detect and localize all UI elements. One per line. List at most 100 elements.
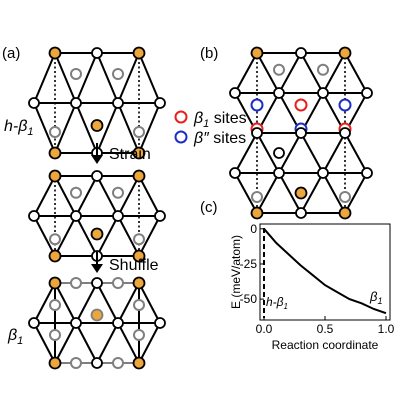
white-atom xyxy=(154,210,166,222)
grey-atom xyxy=(112,357,124,369)
bond-line xyxy=(54,102,77,154)
bond-line xyxy=(344,52,368,94)
orange-atom xyxy=(48,249,62,263)
bond-line xyxy=(75,102,98,154)
white-atom xyxy=(28,317,40,329)
x-tick-label: 0.5 xyxy=(317,322,334,336)
white-atom xyxy=(112,210,124,222)
orange-atom xyxy=(48,169,62,183)
white-atom xyxy=(295,47,307,59)
bond-line xyxy=(54,282,77,324)
lattice-h-beta1 xyxy=(28,46,166,160)
x-axis-label: Reaction coordinate xyxy=(272,338,379,352)
strain-label: Strain xyxy=(109,146,151,163)
white-atom xyxy=(229,87,241,99)
bond-line xyxy=(234,132,258,174)
beta1-site xyxy=(294,98,308,112)
bond-line xyxy=(300,172,324,214)
bond-line xyxy=(234,52,258,94)
orange-atom xyxy=(48,276,62,290)
bond-line xyxy=(117,102,140,154)
grey-atom xyxy=(251,191,263,203)
annotation-beta1: β1 xyxy=(369,289,382,306)
grey-atom xyxy=(133,299,145,311)
orange-atom xyxy=(90,308,104,322)
white-atom xyxy=(361,167,373,179)
bond-line xyxy=(96,102,119,154)
bond-line xyxy=(75,282,98,324)
white-atom xyxy=(91,47,103,59)
beta2-site xyxy=(338,98,352,112)
white-atom xyxy=(273,167,285,179)
grey-atom xyxy=(339,191,351,203)
bond-line xyxy=(33,215,56,257)
grey-atom xyxy=(70,186,82,199)
bond-line xyxy=(75,322,98,364)
bond-line xyxy=(256,172,280,214)
bond-line xyxy=(75,175,98,217)
legend-beta2-marker xyxy=(174,130,188,144)
x-tick-label: 0.0 xyxy=(256,322,273,336)
legend: β1 sites β″ sites xyxy=(174,110,247,147)
white-atom xyxy=(70,210,82,222)
white-atom xyxy=(361,87,373,99)
orange-atom xyxy=(90,227,104,241)
orange-atom xyxy=(294,186,308,200)
bond-line xyxy=(117,175,140,217)
bond-line xyxy=(138,52,161,104)
bond-line xyxy=(278,172,302,214)
grey-atom xyxy=(49,233,61,246)
orange-atom xyxy=(338,206,352,220)
lattice-strained xyxy=(28,169,166,263)
bond-line xyxy=(33,282,56,324)
white-atom xyxy=(28,97,40,109)
energy-curve xyxy=(263,228,387,315)
shuffle-arrow xyxy=(91,252,103,273)
bond-line xyxy=(54,175,77,217)
legend-beta1-marker xyxy=(174,110,188,124)
bond-line xyxy=(96,175,119,217)
x-tick-label: 1.0 xyxy=(378,322,395,336)
bond-line xyxy=(117,322,140,364)
grey-atom xyxy=(133,233,145,246)
white-atom xyxy=(273,147,285,159)
bond-line xyxy=(138,215,161,257)
grey-atom xyxy=(133,126,145,138)
bond-line xyxy=(300,132,324,174)
bond-line xyxy=(256,132,280,174)
bond-line xyxy=(234,172,258,214)
white-atom xyxy=(154,97,166,109)
bond-line xyxy=(322,52,346,94)
white-atom xyxy=(91,277,103,289)
bond-line xyxy=(96,282,119,324)
orange-atom xyxy=(338,46,352,60)
grey-atom xyxy=(273,63,285,76)
bond-line xyxy=(256,52,280,94)
y-tick-label: -25 xyxy=(240,257,258,271)
white-atom xyxy=(112,317,124,329)
orange-atom xyxy=(132,356,146,370)
bond-line xyxy=(75,52,98,104)
bond-line xyxy=(344,172,368,214)
orange-atom xyxy=(250,46,264,60)
grey-atom xyxy=(112,186,124,199)
white-atom xyxy=(229,167,241,179)
white-atom xyxy=(28,210,40,222)
grey-atom xyxy=(70,357,82,369)
h-beta1-label: h-β1 xyxy=(4,118,34,138)
orange-atom xyxy=(90,119,104,132)
orange-atom xyxy=(48,46,62,60)
y-tick-label: -50 xyxy=(240,292,258,306)
beta1-label: β1 xyxy=(7,327,23,347)
white-atom xyxy=(273,87,285,99)
bond-line xyxy=(322,172,346,214)
lattice-beta1 xyxy=(28,276,166,370)
orange-atom xyxy=(48,146,62,160)
bond-line xyxy=(117,282,140,324)
legend-beta2-label: β″ sites xyxy=(193,130,246,147)
white-atom xyxy=(295,127,307,139)
annotation-h-beta1: h-β1 xyxy=(266,295,288,311)
orange-atom xyxy=(132,249,146,263)
